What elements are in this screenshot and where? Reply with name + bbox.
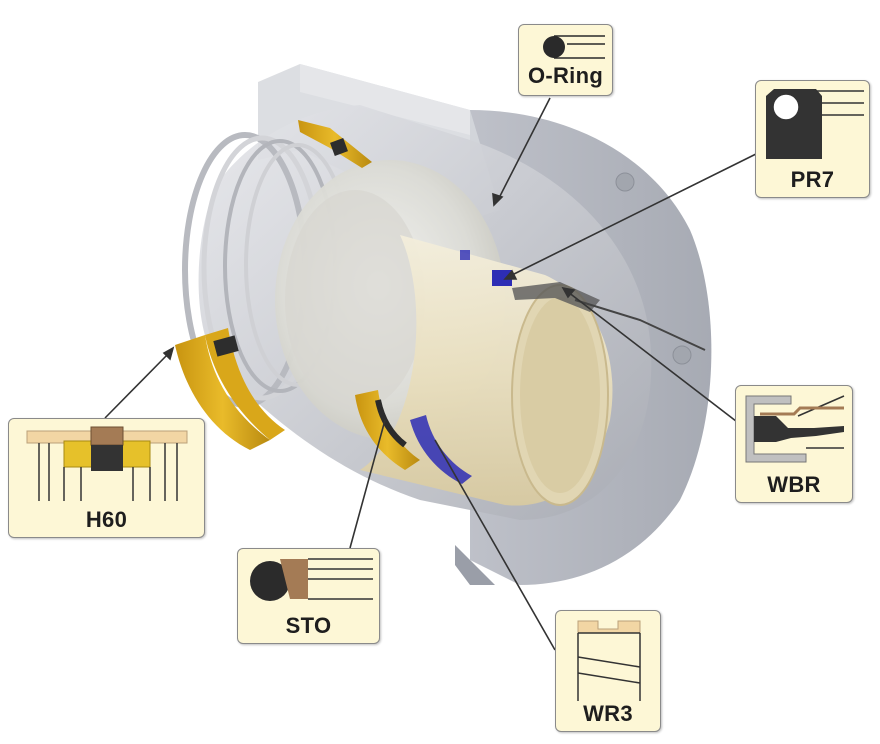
- h60-profile-icon: [26, 426, 188, 501]
- callout-o-ring: O-Ring: [518, 24, 613, 96]
- pr7-profile-icon: [766, 89, 864, 159]
- leader-lines: [104, 97, 761, 651]
- pr7-seal-ring: [460, 250, 512, 286]
- wbr-profile-icon: [745, 395, 845, 463]
- wbr-wiper: [512, 282, 706, 351]
- callout-label: WBR: [767, 472, 821, 497]
- callout-wbr: WBR: [735, 385, 853, 503]
- sto-seal-ring: [355, 390, 420, 470]
- callout-wr3: WR3: [555, 610, 661, 732]
- callout-h60: H60: [8, 418, 205, 538]
- sto-profile-icon: [250, 558, 373, 601]
- callout-label: PR7: [790, 167, 835, 192]
- o-ring-profile-icon: [543, 35, 605, 59]
- callout-label: H60: [85, 507, 128, 532]
- wr3-profile-icon: [577, 620, 641, 701]
- callout-label: STO: [285, 613, 332, 638]
- top-seal-ring: [298, 120, 372, 168]
- callout-label: WR3: [583, 701, 633, 726]
- h60-seal-ring: [175, 328, 285, 450]
- callout-label: O-Ring: [527, 63, 604, 88]
- callout-sto: STO: [237, 548, 380, 644]
- callout-pr7: PR7: [755, 80, 870, 198]
